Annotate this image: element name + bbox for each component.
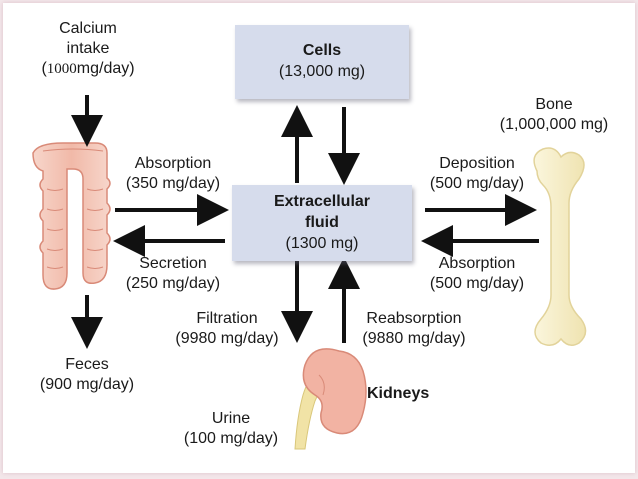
bone-label: Bone (1,000,000 mg) <box>479 95 629 135</box>
feces-rate: (900 mg/day) <box>39 376 135 393</box>
gut-secretion-name: Secretion <box>139 255 207 272</box>
filtration-name: Filtration <box>196 310 258 327</box>
gut-absorption-label: Absorption (350 mg/day) <box>113 154 233 194</box>
cells-box: Cells (13,000 mg) <box>235 25 409 99</box>
bone-deposition-name: Deposition <box>439 155 515 172</box>
filtration-rate: (9980 mg/day) <box>175 330 279 347</box>
bone-deposition-rate: (500 mg/day) <box>429 175 525 192</box>
ecf-title-line2: fluid <box>305 214 339 231</box>
ecf-amount: (1300 mg) <box>285 235 359 252</box>
intake-amount-number: 1000 <box>46 61 77 77</box>
gut-secretion-label: Secretion (250 mg/day) <box>113 254 233 294</box>
diagram-canvas <box>32 95 587 450</box>
kidneys-label: Kidneys <box>367 385 430 402</box>
urine-name: Urine <box>211 410 251 427</box>
gut-absorption-rate: (350 mg/day) <box>125 175 221 192</box>
intake-line2: intake <box>66 40 110 57</box>
urine-rate: (100 mg/day) <box>183 430 279 447</box>
bone-title: Bone <box>535 96 573 113</box>
intake-line1: Calcium <box>59 20 117 37</box>
bone-icon <box>533 147 587 346</box>
bone-amount: (1,000,000 mg) <box>499 116 609 133</box>
bone-deposition-label: Deposition (500 mg/day) <box>417 154 537 194</box>
gut-secretion-rate: (250 mg/day) <box>125 275 221 292</box>
flow-arrows <box>71 95 539 349</box>
cells-title: Cells <box>302 42 342 59</box>
bone-absorption-rate: (500 mg/day) <box>429 275 525 292</box>
cells-amount: (13,000 mg) <box>278 63 366 80</box>
reabsorption-name: Reabsorption <box>366 310 462 327</box>
ecf-title-line1: Extracellular <box>273 193 371 210</box>
gut-absorption-name: Absorption <box>134 155 212 172</box>
urine-label: Urine (100 mg/day) <box>173 409 289 449</box>
ecf-box: Extracellular fluid (1300 mg) <box>232 185 412 261</box>
reabsorption-label: Reabsorption (9880 mg/day) <box>349 309 479 349</box>
bone-absorption-label: Absorption (500 mg/day) <box>417 254 537 294</box>
intestine-icon <box>32 142 111 290</box>
feces-label: Feces (900 mg/day) <box>27 355 147 395</box>
reabsorption-rate: (9880 mg/day) <box>362 330 466 347</box>
intake-label: Calcium intake (1000mg/day) <box>29 19 147 79</box>
intake-amount: (1000mg/day) <box>41 60 135 77</box>
slide: Cells (13,000 mg) Extracellular fluid (1… <box>3 3 635 473</box>
filtration-label: Filtration (9980 mg/day) <box>163 309 291 349</box>
feces-name: Feces <box>65 356 109 373</box>
kidney-icon <box>294 348 367 450</box>
bone-absorption-name: Absorption <box>438 255 516 272</box>
